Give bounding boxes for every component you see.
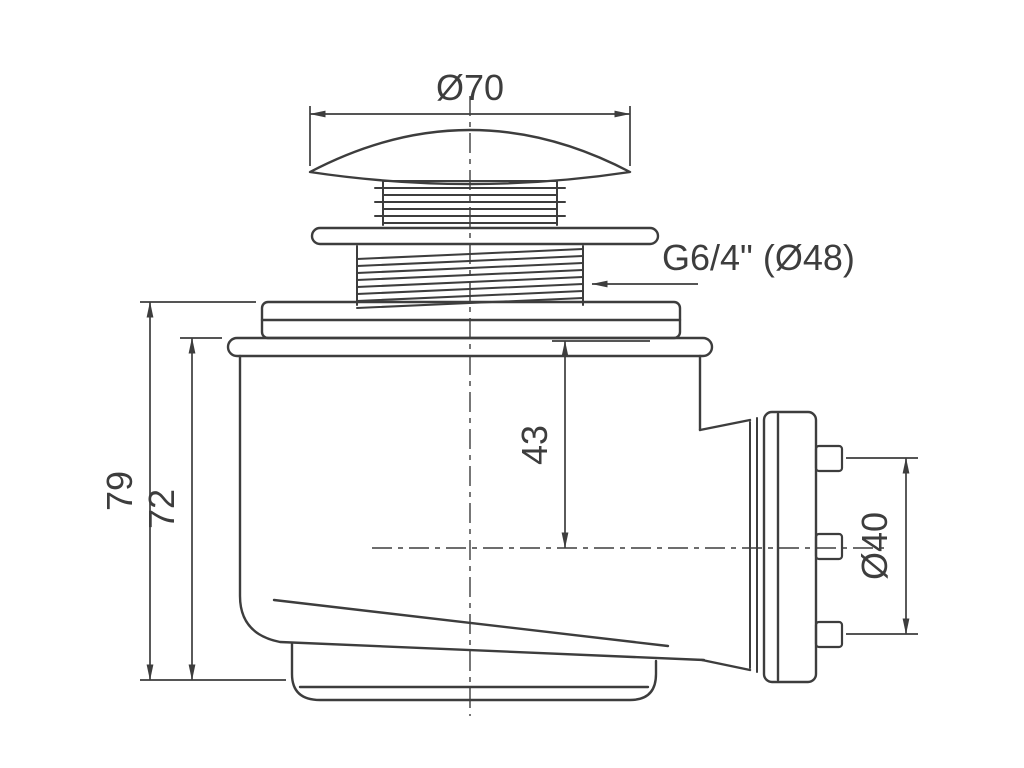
thread-hatching	[356, 248, 584, 309]
dim-outlet-diameter	[846, 457, 918, 635]
dim-inlet-depth	[552, 340, 650, 549]
inlet-depth-label: 43	[514, 425, 555, 465]
dome-cap	[308, 128, 632, 186]
dim-total-height	[140, 301, 286, 681]
outlet-nut	[762, 410, 844, 684]
cap-flange	[310, 226, 660, 246]
dim-cap-diameter	[309, 106, 631, 166]
dome-cap-outline	[308, 128, 632, 186]
total-height-label: 79	[99, 471, 140, 511]
cap-stem-ridges	[374, 180, 566, 226]
bottom-cup	[290, 642, 658, 702]
dim-body-height	[180, 337, 222, 681]
trap-body	[238, 354, 706, 662]
cap-diameter-label: Ø70	[436, 67, 504, 108]
nut-teeth	[814, 444, 844, 649]
body-top-plate	[260, 300, 682, 340]
outlet-cone	[698, 418, 752, 672]
thread-spec-label: G6/4" (Ø48)	[662, 237, 855, 278]
thread-section	[356, 245, 584, 309]
body-left-wall	[238, 354, 706, 662]
nut-body	[762, 410, 818, 684]
outlet-diameter-label: Ø40	[854, 512, 895, 580]
centerlines	[372, 96, 884, 716]
interior-slope	[272, 598, 670, 648]
body-height-label: 72	[141, 489, 182, 529]
body-flange	[226, 336, 714, 358]
outlet-rings	[749, 417, 758, 673]
